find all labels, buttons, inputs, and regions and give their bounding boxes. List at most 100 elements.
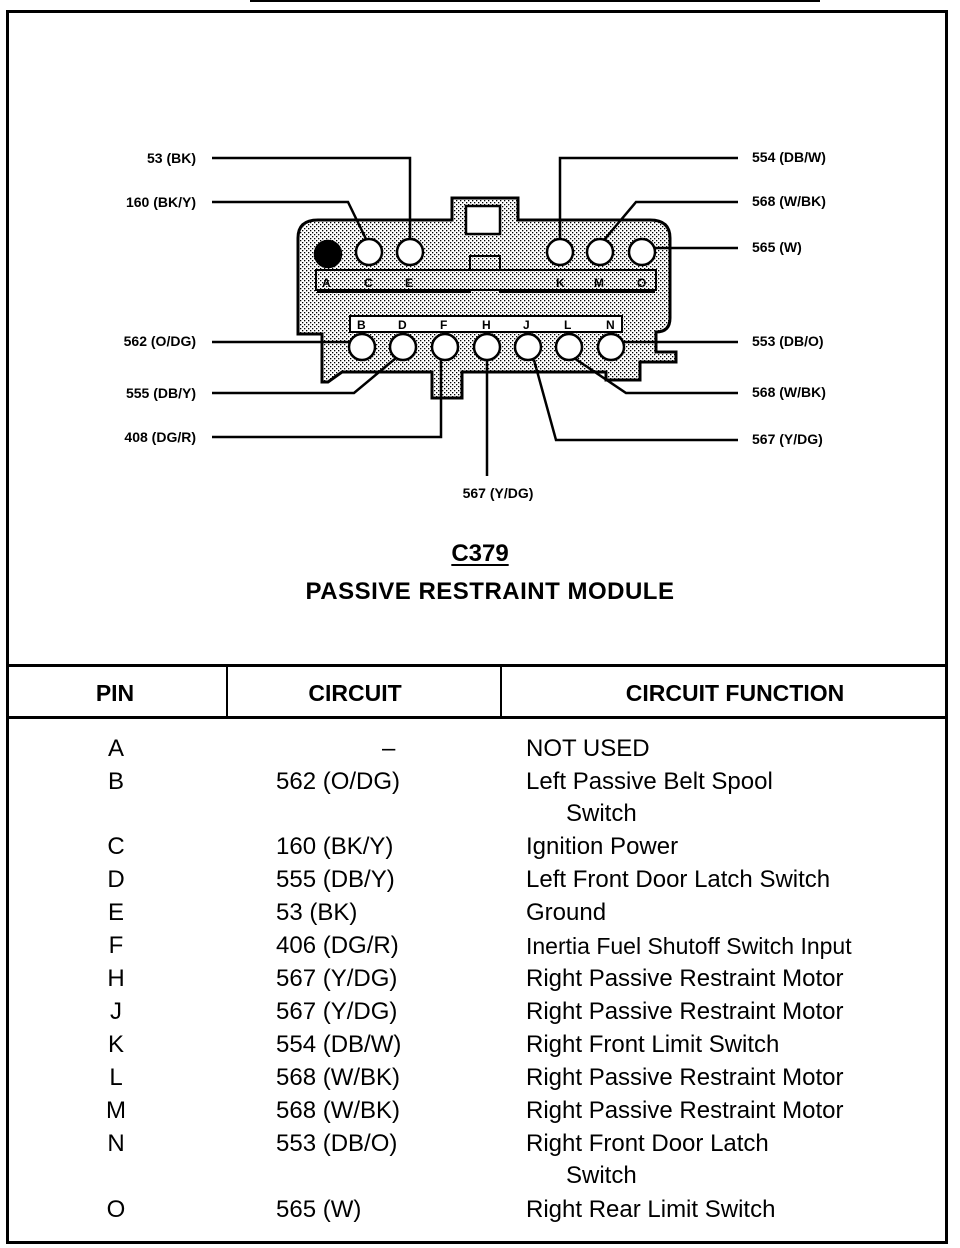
callout-554: 554 (DB/W)	[752, 149, 826, 165]
function-cell: Right Passive Restraint Motor	[526, 1064, 844, 1091]
leader-lines	[212, 156, 738, 476]
pin-d	[388, 332, 418, 362]
pin-cell: B	[107, 768, 124, 795]
table-top-rule	[6, 664, 948, 667]
table-header-rule	[6, 716, 948, 719]
pin-letter: C	[364, 276, 373, 290]
function-cell: Right Front Door Latch	[526, 1130, 769, 1157]
leader-53	[212, 156, 412, 239]
connector-id-text: C379	[451, 540, 509, 567]
pin-letter: H	[482, 318, 491, 332]
housing-key	[464, 204, 502, 236]
pin-letter: K	[556, 276, 565, 290]
table-column-divider	[500, 667, 502, 719]
pin-cell: E	[107, 899, 124, 926]
pin-letter: B	[357, 318, 366, 332]
pin-cell: N	[107, 1130, 125, 1157]
pin-letter: D	[398, 318, 407, 332]
leader-408	[212, 360, 443, 439]
leader-555	[212, 357, 397, 395]
function-cell: Right Passive Restraint Motor	[526, 965, 844, 992]
callout-565: 565 (W)	[752, 239, 802, 255]
pin-a	[313, 239, 343, 269]
pin-cell: C	[107, 833, 125, 860]
leader-568-top	[603, 200, 738, 241]
pin-cell: H	[107, 965, 125, 992]
callout-553: 553 (DB/O)	[752, 333, 824, 349]
callout-567-bottom: 567 (Y/DG)	[463, 485, 534, 501]
pin-c	[354, 237, 384, 267]
pin-n	[596, 332, 626, 362]
circuit-cell: 567 (Y/DG)	[276, 998, 398, 1025]
pin-letter: O	[637, 276, 646, 290]
leader-160	[212, 200, 368, 240]
pin-l	[554, 332, 584, 362]
leader-554	[558, 156, 738, 239]
circuit-cell: 567 (Y/DG)	[276, 965, 398, 992]
callout-408: 408 (DG/R)	[124, 429, 196, 445]
circuit-cell: 568 (W/BK)	[276, 1097, 401, 1124]
pin-j	[513, 332, 543, 362]
pin-letter: J	[523, 318, 530, 332]
pin-h	[472, 332, 502, 362]
header-circuit-function: CIRCUIT FUNCTION	[625, 680, 845, 706]
leader-568-bottom	[573, 356, 738, 395]
function-cell: Left Front Door Latch Switch	[526, 866, 831, 893]
pin-letter: L	[564, 318, 571, 332]
connector-diagram: A C E K M O B D F H J L N 53 (BK) 160 (B…	[124, 149, 826, 501]
callout-160: 160 (BK/Y)	[126, 194, 196, 210]
callout-555: 555 (DB/Y)	[126, 385, 196, 401]
housing-channel	[317, 255, 655, 293]
pin-cell: F	[108, 932, 124, 959]
pin-letter: N	[606, 318, 615, 332]
pin-k	[545, 237, 575, 267]
top-border-line	[250, 0, 820, 2]
callout-53: 53 (BK)	[147, 150, 196, 166]
pin-cell: M	[106, 1097, 126, 1124]
function-cell-continued: Switch	[566, 1162, 637, 1189]
callout-568-bottom: 568 (W/BK)	[752, 384, 826, 400]
circuit-cell: 160 (BK/Y)	[276, 833, 394, 860]
circuit-cell: –	[382, 735, 396, 762]
function-cell: Inertia Fuel Shutoff Switch Input	[526, 933, 852, 959]
function-cell: Ground	[526, 899, 607, 926]
pin-cell: O	[106, 1196, 126, 1223]
circuit-cell: 555 (DB/Y)	[276, 866, 395, 893]
pin-cell: L	[109, 1064, 123, 1091]
pin-b	[347, 332, 377, 362]
circuit-cell: 553 (DB/O)	[276, 1130, 398, 1157]
function-cell: Left Passive Belt Spool	[526, 768, 773, 795]
circuit-cell: 53 (BK)	[276, 899, 358, 926]
circuit-cell: 554 (DB/W)	[276, 1031, 402, 1058]
callout-568-top: 568 (W/BK)	[752, 193, 826, 209]
pin-letter: E	[405, 276, 413, 290]
pin-f	[430, 332, 460, 362]
function-cell: Right Front Limit Switch	[526, 1031, 780, 1058]
pin-m	[585, 237, 615, 267]
pin-cell: J	[110, 998, 122, 1025]
function-cell: Ignition Power	[526, 833, 679, 860]
pin-o	[627, 237, 657, 267]
pin-cell: K	[107, 1031, 124, 1058]
pin-e	[395, 237, 425, 267]
pin-letter: A	[322, 276, 331, 290]
connector-id: C379	[0, 540, 960, 568]
callout-562: 562 (O/DG)	[124, 333, 196, 349]
circuit-cell: 568 (W/BK)	[276, 1064, 401, 1091]
pin-letter: M	[594, 276, 604, 290]
diagram-frame	[6, 10, 948, 1244]
pin-cell: A	[107, 735, 124, 762]
header-pin: PIN	[95, 680, 135, 706]
pin-cell: D	[107, 866, 125, 893]
connector-name: PASSIVE RESTRAINT MODULE	[305, 578, 675, 605]
leader-567-right	[532, 359, 738, 442]
callout-567-right: 567 (Y/DG)	[752, 431, 823, 447]
pin-letter: F	[440, 318, 447, 332]
function-cell: NOT USED	[526, 735, 650, 762]
header-circuit: CIRCUIT	[308, 680, 402, 706]
function-cell-continued: Switch	[566, 800, 637, 827]
function-cell: Right Passive Restraint Motor	[526, 1097, 844, 1124]
circuit-cell: 406 (DG/R)	[276, 932, 399, 959]
circuit-cell: 562 (O/DG)	[276, 768, 401, 795]
function-cell: Right Rear Limit Switch	[526, 1196, 776, 1223]
